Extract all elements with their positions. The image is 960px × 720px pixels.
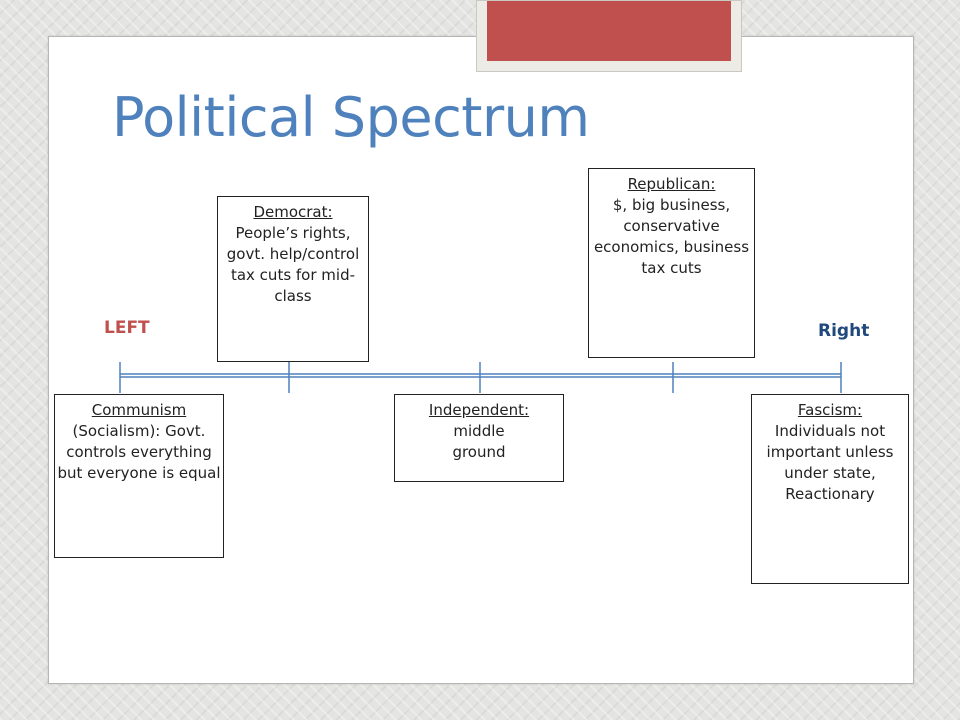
republican-heading: Republican: [627,175,716,193]
fascism-box: Fascism: Individuals not important unles… [751,394,909,584]
independent-text: middle ground [452,422,506,461]
independent-heading: Independent: [428,401,530,419]
slide-title: Political Spectrum [112,86,590,149]
democrat-heading: Democrat: [253,203,333,221]
communism-box: Communism (Socialism): Govt. controls ev… [54,394,224,558]
decorative-tab-fill [487,1,731,61]
right-label: Right [818,321,870,341]
republican-box: Republican: $, big business, conservativ… [588,168,755,358]
fascism-text: Individuals not important unless under s… [766,422,894,503]
republican-text: $, big business, conservative economics,… [593,196,750,277]
democrat-box: Democrat: People’s rights, govt. help/co… [217,196,369,362]
fascism-heading: Fascism: [797,401,863,419]
left-label: LEFT [104,318,150,338]
democrat-text: People’s rights, govt. help/control tax … [226,224,360,305]
communism-heading: Communism [91,401,187,419]
decorative-tab [476,0,742,72]
communism-text: (Socialism): Govt. controls everything b… [57,422,221,482]
independent-box: Independent: middle ground [394,394,564,482]
